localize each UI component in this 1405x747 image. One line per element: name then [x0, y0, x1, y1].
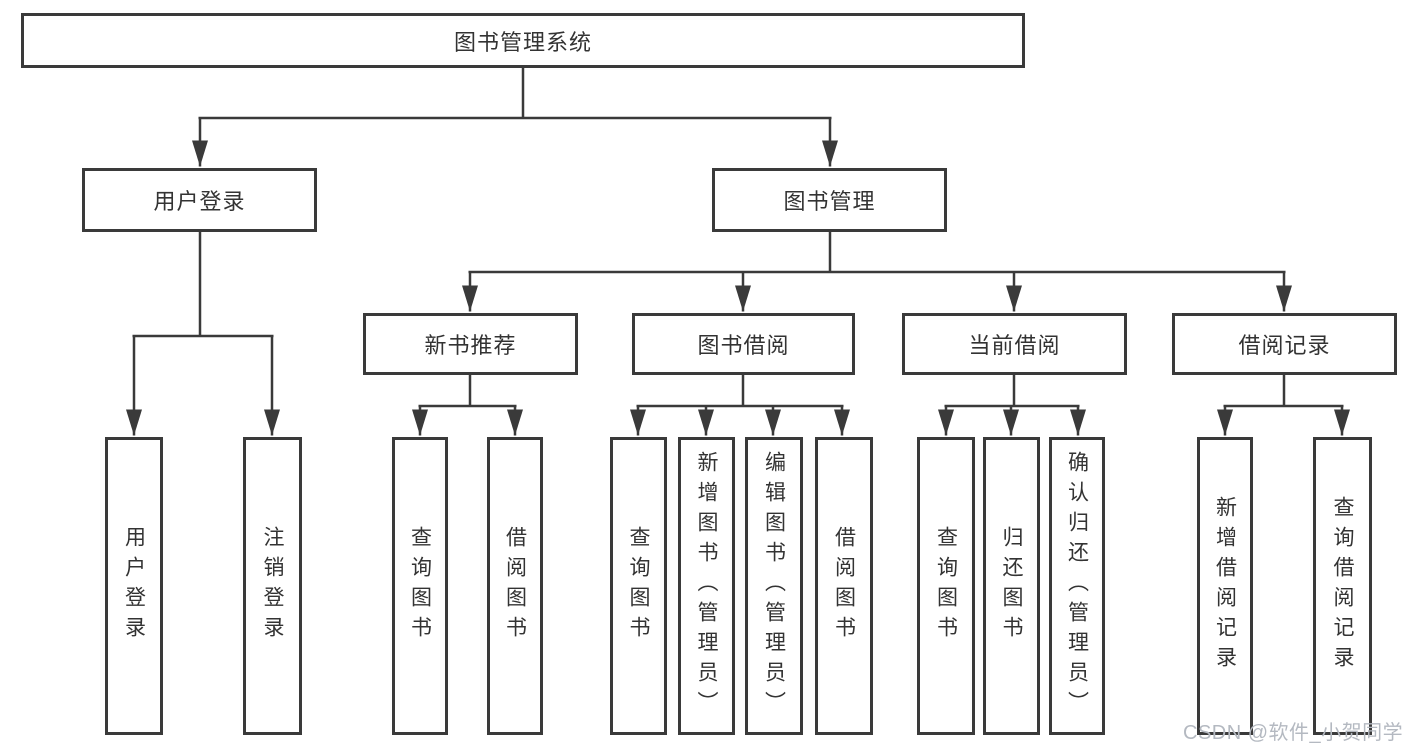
leaf-edit-books-admin-label: 编辑图书（管理员）	[762, 451, 786, 721]
leaf-query-books-recommend-label: 查询图书	[408, 526, 432, 646]
leaf-query-books-current-label: 查询图书	[934, 526, 958, 646]
leaf-query-books-current: 查询图书	[917, 437, 975, 735]
leaf-borrow-books-borrowing-label: 借阅图书	[832, 526, 856, 646]
leaf-add-books-admin-label: 新增图书（管理员）	[695, 451, 718, 721]
node-book-borrowing-label: 图书借阅	[697, 333, 790, 358]
leaf-borrow-books-recommend-label: 借阅图书	[503, 526, 527, 646]
node-current-borrowing-label: 当前借阅	[968, 333, 1061, 358]
leaf-query-borrow-record-label: 查询借阅记录	[1331, 496, 1354, 676]
node-borrowing-records-label: 借阅记录	[1238, 333, 1331, 358]
leaf-borrow-books-borrowing: 借阅图书	[815, 437, 873, 735]
node-new-book-recommend: 新书推荐	[363, 313, 578, 375]
leaf-edit-books-admin: 编辑图书（管理员）	[745, 437, 803, 735]
leaf-borrow-books-recommend: 借阅图书	[487, 437, 543, 735]
node-user-login-label: 用户登录	[153, 189, 246, 214]
leaf-add-borrow-record: 新增借阅记录	[1197, 437, 1253, 735]
leaf-confirm-return-admin-label: 确认归还（管理员）	[1065, 451, 1089, 721]
leaf-logout-label: 注销登录	[261, 526, 284, 646]
leaf-logout: 注销登录	[243, 437, 302, 735]
leaf-query-books-borrowing-label: 查询图书	[627, 526, 650, 646]
leaf-return-books-label: 归还图书	[1000, 526, 1023, 646]
node-book-borrowing: 图书借阅	[632, 313, 855, 375]
leaf-user-login: 用户登录	[105, 437, 163, 735]
leaf-confirm-return-admin: 确认归还（管理员）	[1049, 437, 1105, 735]
leaf-query-books-borrowing: 查询图书	[610, 437, 667, 735]
leaf-user-login-label: 用户登录	[122, 526, 146, 646]
node-new-book-recommend-label: 新书推荐	[424, 333, 517, 358]
leaf-query-borrow-record: 查询借阅记录	[1313, 437, 1372, 735]
node-root: 图书管理系统	[21, 13, 1025, 68]
csdn-watermark: CSDN @软件_小贺同学	[1183, 722, 1404, 744]
node-root-label: 图书管理系统	[453, 29, 592, 55]
node-user-login: 用户登录	[82, 168, 317, 232]
node-borrowing-records: 借阅记录	[1172, 313, 1397, 375]
leaf-add-borrow-record-label: 新增借阅记录	[1213, 496, 1237, 676]
connector-group	[126, 68, 1350, 436]
leaf-return-books: 归还图书	[983, 437, 1040, 735]
leaf-query-books-recommend: 查询图书	[392, 437, 448, 735]
node-current-borrowing: 当前借阅	[902, 313, 1127, 375]
leaf-add-books-admin: 新增图书（管理员）	[678, 437, 735, 735]
node-book-management-label: 图书管理	[783, 189, 876, 214]
node-book-management: 图书管理	[712, 168, 947, 232]
